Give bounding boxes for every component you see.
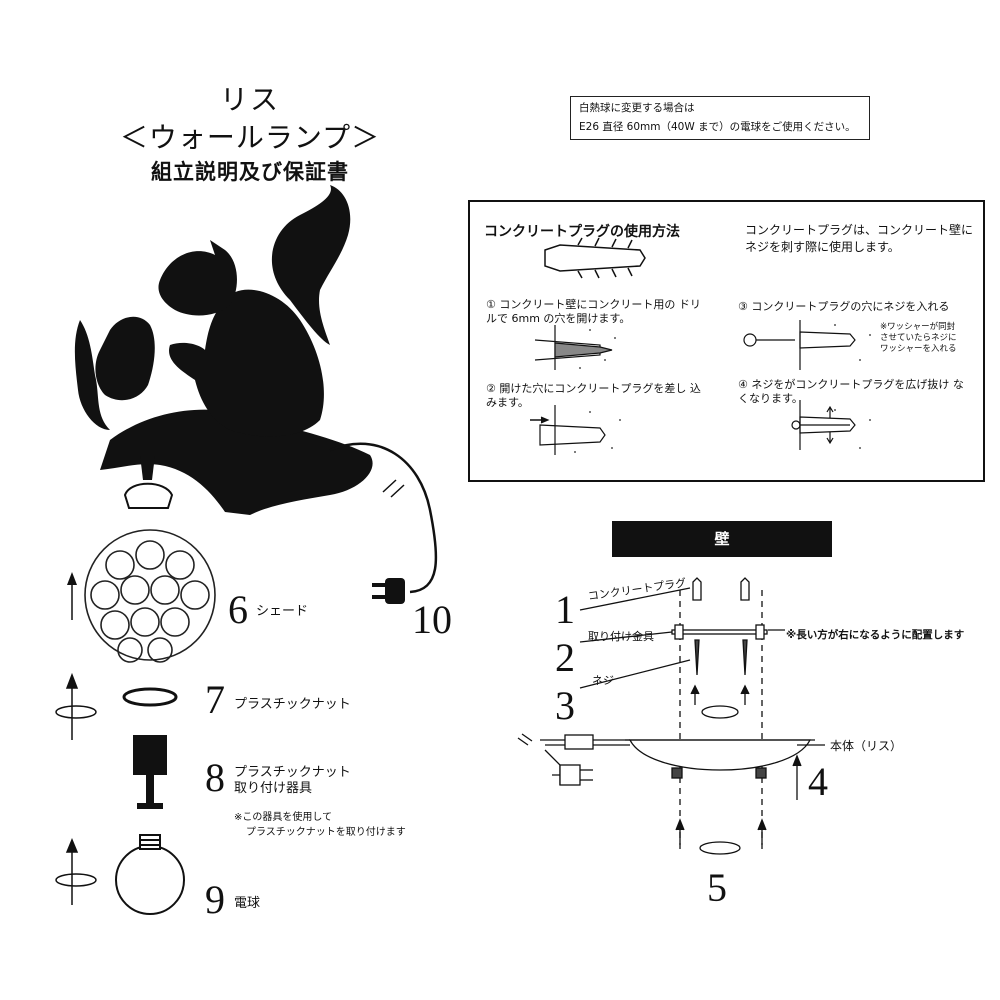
mount-2-number: 2 [555, 635, 575, 680]
bulb-note-line2: E26 直径 60mm（40W まで）の電球をご使用ください。 [579, 121, 856, 133]
plug-box-title: コンクリートプラグの使用方法 [484, 224, 680, 240]
mount-2-note: ※長い方が右になるように配置します [786, 629, 965, 641]
mount-3-label: ネジ [592, 674, 614, 687]
concrete-plug-instructions: コンクリートプラグの使用方法 コンクリートプラグは、コンクリート壁にネジを刺す際… [468, 200, 985, 482]
part-6-label: シェード [256, 604, 309, 619]
mount-4-label: 本体（リス） [830, 739, 903, 753]
mount-3-number: 3 [555, 683, 575, 728]
part-9-number: 9 [205, 877, 225, 922]
part-8-note: ※この器具を使用して プラスチックナットを取り付けます [234, 812, 406, 838]
document-title: 組立説明及び保証書 [151, 160, 349, 184]
step-2-text: ② 開けた穴にコンクリートプラグを差し 込みます。 [486, 382, 701, 409]
step-3-text: ③ コンクリートプラグの穴にネジを入れる [738, 300, 950, 313]
step-4-text: ④ ネジをがコンクリートプラグを広げ抜け なくなります。 [738, 378, 964, 405]
step-1-text: ① コンクリート壁にコンクリート用の ドリルで 6mm の穴を開けます。 [486, 298, 701, 325]
product-name: リス [219, 83, 280, 116]
mount-4-number: 4 [808, 759, 828, 804]
plug-box-description: コンクリートプラグは、コンクリート壁にネジを刺す際に使用します。 [745, 223, 974, 254]
bulb-note-line1: 白熱球に変更する場合は [579, 102, 695, 114]
concrete-plug-icon [544, 237, 646, 279]
screw-step-illustration [743, 320, 856, 370]
bulb-note: 白熱球に変更する場合は E26 直径 60mm（40W まで）の電球をご使用くだ… [570, 96, 870, 140]
step-3-note: ※ワッシャーが同封 させていたらネジに ワッシャーを入れる [880, 322, 957, 354]
rotate-arrow-icon [55, 838, 97, 905]
shade-illustration [84, 529, 216, 663]
rotate-arrow-icon [55, 672, 97, 740]
plug-icon [372, 578, 405, 604]
bulb-illustration [115, 834, 185, 915]
part-7-number: 7 [205, 677, 225, 722]
part-10-number: 10 [412, 597, 452, 642]
mounting-diagram [517, 577, 825, 855]
mount-2-label: 取り付け金具 [588, 630, 654, 643]
power-cord [329, 442, 438, 594]
nut-tool-illustration [133, 735, 167, 809]
mount-5-number: 5 [707, 865, 727, 910]
concrete-texture [574, 324, 871, 453]
drill-step-illustration [534, 325, 613, 370]
insert-plug-illustration [530, 405, 606, 455]
part-8-number: 8 [205, 755, 225, 800]
squirrel-lamp-illustration [74, 185, 373, 515]
plastic-nut-illustration [122, 687, 178, 707]
wall-label: 壁 [612, 521, 832, 557]
mount-1-number: 1 [555, 587, 575, 632]
product-type: ＜ウォールランプ＞ [119, 121, 381, 154]
part-6-number: 6 [228, 587, 248, 632]
expanded-plug-illustration [791, 400, 856, 450]
part-7-label: プラスチックナット [234, 697, 351, 712]
part-8-label: プラスチックナット 取り付け器具 [234, 765, 351, 796]
part-9-label: 電球 [234, 896, 261, 911]
